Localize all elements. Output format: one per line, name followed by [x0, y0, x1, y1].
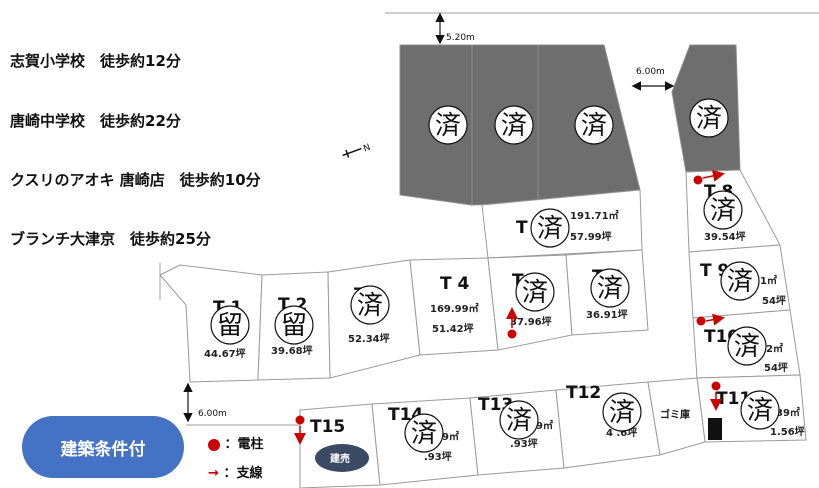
nearby-item: 志賀小学校 徒歩約12分: [10, 52, 181, 70]
for-sale-badge: 建売: [315, 444, 369, 472]
building-conditions-badge: 建築条件付: [22, 416, 184, 478]
lot-T7-tsubo: 57.99坪: [570, 230, 612, 243]
lot-T6-tsubo: 36.91坪: [586, 308, 628, 321]
lot-T13-sqm: 9㎡: [536, 419, 553, 432]
svg-text:済: 済: [522, 278, 548, 308]
sold-stamp-top-3: 済: [574, 105, 614, 145]
svg-text:済: 済: [727, 267, 753, 297]
pole-icon: [294, 169, 725, 445]
svg-text:済: 済: [357, 291, 383, 321]
lot-T8-tsubo: 39.54坪: [704, 230, 746, 243]
lot-T4-number: T 4: [440, 274, 470, 294]
lot-T13-tsubo: .93坪: [510, 437, 538, 450]
sold-stamp-T14: 済: [404, 413, 444, 453]
lot-T4-tsubo: 51.42坪: [432, 322, 474, 335]
dim-left-label: 6.00m: [198, 409, 227, 419]
reserved-stamp-T2: 留: [274, 305, 314, 345]
sold-stamp-T11: 済: [740, 390, 780, 430]
dim-middle-label: 6.00m: [636, 67, 665, 77]
pole-legend-icon: [208, 438, 220, 451]
legend-pole-label: ：電柱: [224, 437, 264, 452]
nearby-item: 唐崎中学校 徒歩約22分: [10, 112, 181, 130]
svg-text:済: 済: [411, 419, 437, 449]
lot-T5-tsubo: 37.96坪: [510, 315, 552, 328]
lot-T11-tsubo: 1.56坪: [770, 425, 805, 438]
lot-T7-sqm: 191.71㎡: [570, 209, 619, 222]
svg-text:済: 済: [609, 398, 635, 428]
legend-pole: ：電柱: [208, 433, 264, 452]
lot-T2-tsubo: 39.68坪: [271, 344, 313, 357]
sold-stamp-T12: 済: [602, 392, 642, 432]
lot-T4-sqm: 169.99㎡: [430, 302, 479, 315]
lot-garbage[interactable]: [647, 377, 706, 456]
lot-T10-sqm: 2㎡: [766, 342, 783, 355]
sold-stamp-top-1: 済: [428, 105, 468, 145]
lot-T3-tsubo: 52.34坪: [348, 332, 390, 345]
north-arrow-icon: N: [342, 143, 372, 158]
svg-text:済: 済: [696, 104, 722, 134]
sold-stamp-T9: 済: [720, 261, 760, 301]
svg-text:済: 済: [581, 111, 607, 141]
svg-text:留: 留: [217, 311, 243, 341]
sold-stamp-T8: 済: [703, 190, 743, 230]
svg-text:建売: 建売: [329, 452, 350, 465]
svg-text:済: 済: [710, 196, 736, 226]
legend-guy-wire: → ：支線: [208, 462, 262, 481]
lot-T11-sqm: 39㎡: [776, 406, 800, 419]
sold-stamp-T13: 済: [499, 400, 539, 440]
dim-top-label: 5.20m: [446, 33, 475, 43]
lot-T9-sqm: 1㎡: [760, 274, 777, 287]
svg-text:済: 済: [501, 111, 527, 141]
lot-T14-tsubo: .93坪: [424, 450, 452, 463]
lot-T9-tsubo: 54坪: [762, 294, 786, 307]
guy-wire-legend-icon: →: [208, 466, 219, 481]
nearby-item: クスリのアオキ 唐崎店 徒歩約10分: [10, 171, 261, 189]
svg-text:済: 済: [747, 396, 773, 426]
svg-text:済: 済: [597, 274, 623, 304]
sold-stamp-T5: 済: [515, 272, 555, 312]
svg-text:済: 済: [506, 406, 532, 436]
lot-T12-number: T12: [566, 383, 601, 403]
nearby-item: ブランチ大津京 徒歩約25分: [10, 230, 211, 248]
lot-T14-sqm: 9㎡: [442, 430, 459, 443]
sold-stamp-top-right: 済: [689, 98, 729, 138]
sold-stamp-T6: 済: [590, 268, 630, 308]
sold-stamp-top-2: 済: [494, 105, 534, 145]
north-label: N: [362, 143, 372, 155]
utility-box: [708, 418, 722, 440]
sold-stamp-T10: 済: [727, 326, 767, 366]
legend-guy-wire-label: ：支線: [223, 466, 263, 481]
svg-text:済: 済: [734, 332, 760, 362]
sold-stamp-T3: 済: [350, 285, 390, 325]
lot-T10-tsubo: 54坪: [764, 361, 788, 374]
lot-T15-number: T15: [310, 417, 345, 437]
reserved-stamp-T1: 留: [210, 305, 250, 345]
svg-text:済: 済: [435, 111, 461, 141]
garbage-label: ゴミ庫: [660, 408, 690, 421]
lot-T1-tsubo: 44.67坪: [204, 347, 246, 360]
svg-text:留: 留: [281, 311, 307, 341]
sold-stamp-T7: 済: [530, 208, 570, 248]
svg-text:済: 済: [537, 214, 563, 244]
